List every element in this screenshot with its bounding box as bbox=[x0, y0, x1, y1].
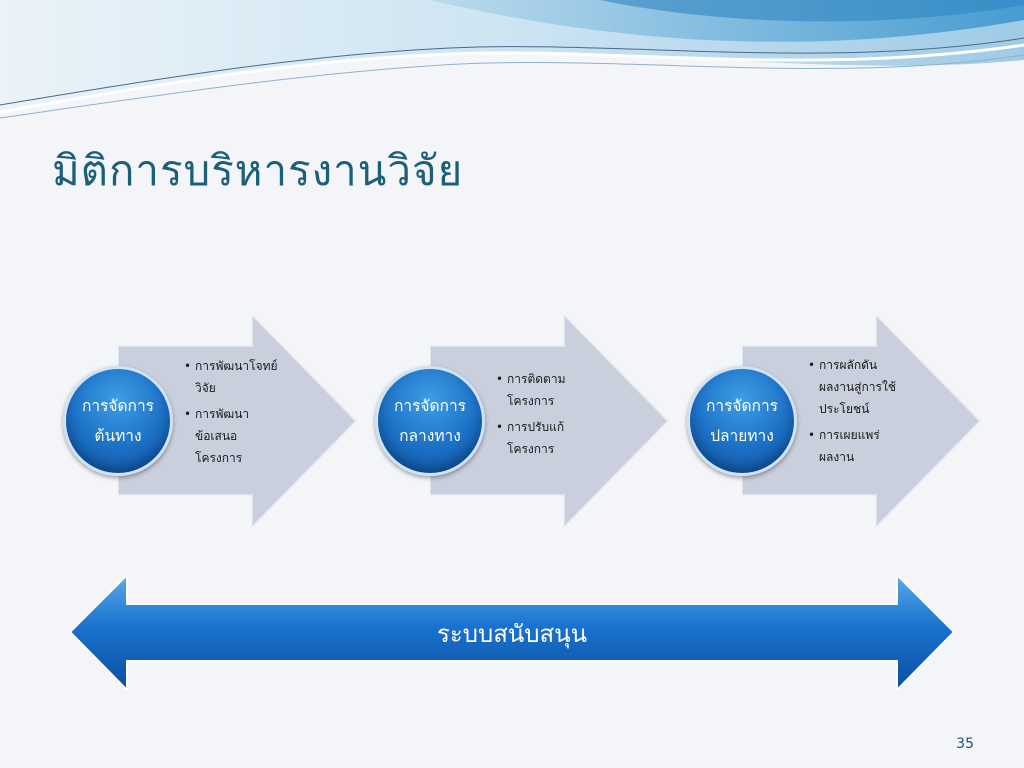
stage-upstream: การจัดการ ต้นทาง การพัฒนาโจทย์ วิจัย การ… bbox=[63, 315, 418, 527]
stage-circle-badge: การจัดการ ต้นทาง bbox=[63, 366, 173, 476]
stage-downstream: การจัดการ ปลายทาง การผลักดัน ผลงานสู่การ… bbox=[687, 315, 1024, 527]
bullet-item: การเผยแพร่ ผลงาน bbox=[806, 424, 896, 468]
stage-label-line2: ปลายทาง bbox=[710, 427, 774, 445]
slide-title: มิติการบริหารงานวิจัย bbox=[52, 146, 464, 195]
stage-midstream: การจัดการ กลางทาง การติดตาม โครงการ การป… bbox=[375, 315, 730, 527]
stage-bullet-list: การติดตาม โครงการ การปรับแก้ โครงการ bbox=[494, 368, 565, 464]
stage-circle-badge: การจัดการ ปลายทาง bbox=[687, 366, 797, 476]
bullet-item: การผลักดัน ผลงานสู่การใช้ ประโยชน์ bbox=[806, 354, 896, 420]
stage-label-line2: กลางทาง bbox=[399, 427, 461, 445]
stage-label-line2: ต้นทาง bbox=[94, 427, 142, 445]
bullet-item: การพัฒนา ข้อเสนอ โครงการ bbox=[182, 403, 278, 469]
support-double-arrow bbox=[70, 575, 954, 690]
stage-bullet-list: การพัฒนาโจทย์ วิจัย การพัฒนา ข้อเสนอ โคร… bbox=[182, 355, 278, 473]
stage-label-line1: การจัดการ bbox=[394, 397, 466, 415]
stage-arrow-shape bbox=[742, 315, 982, 527]
stage-bullet-list: การผลักดัน ผลงานสู่การใช้ ประโยชน์ การเผ… bbox=[806, 354, 896, 472]
stage-circle-badge: การจัดการ กลางทาง bbox=[375, 366, 485, 476]
page-number: 35 bbox=[956, 736, 974, 752]
bullet-item: การติดตาม โครงการ bbox=[494, 368, 565, 412]
stage-label-line1: การจัดการ bbox=[706, 397, 778, 415]
bullet-item: การปรับแก้ โครงการ bbox=[494, 416, 565, 460]
stage-label-line1: การจัดการ bbox=[82, 397, 154, 415]
bullet-item: การพัฒนาโจทย์ วิจัย bbox=[182, 355, 278, 399]
support-bar-label: ระบบสนับสนุน bbox=[437, 620, 587, 648]
